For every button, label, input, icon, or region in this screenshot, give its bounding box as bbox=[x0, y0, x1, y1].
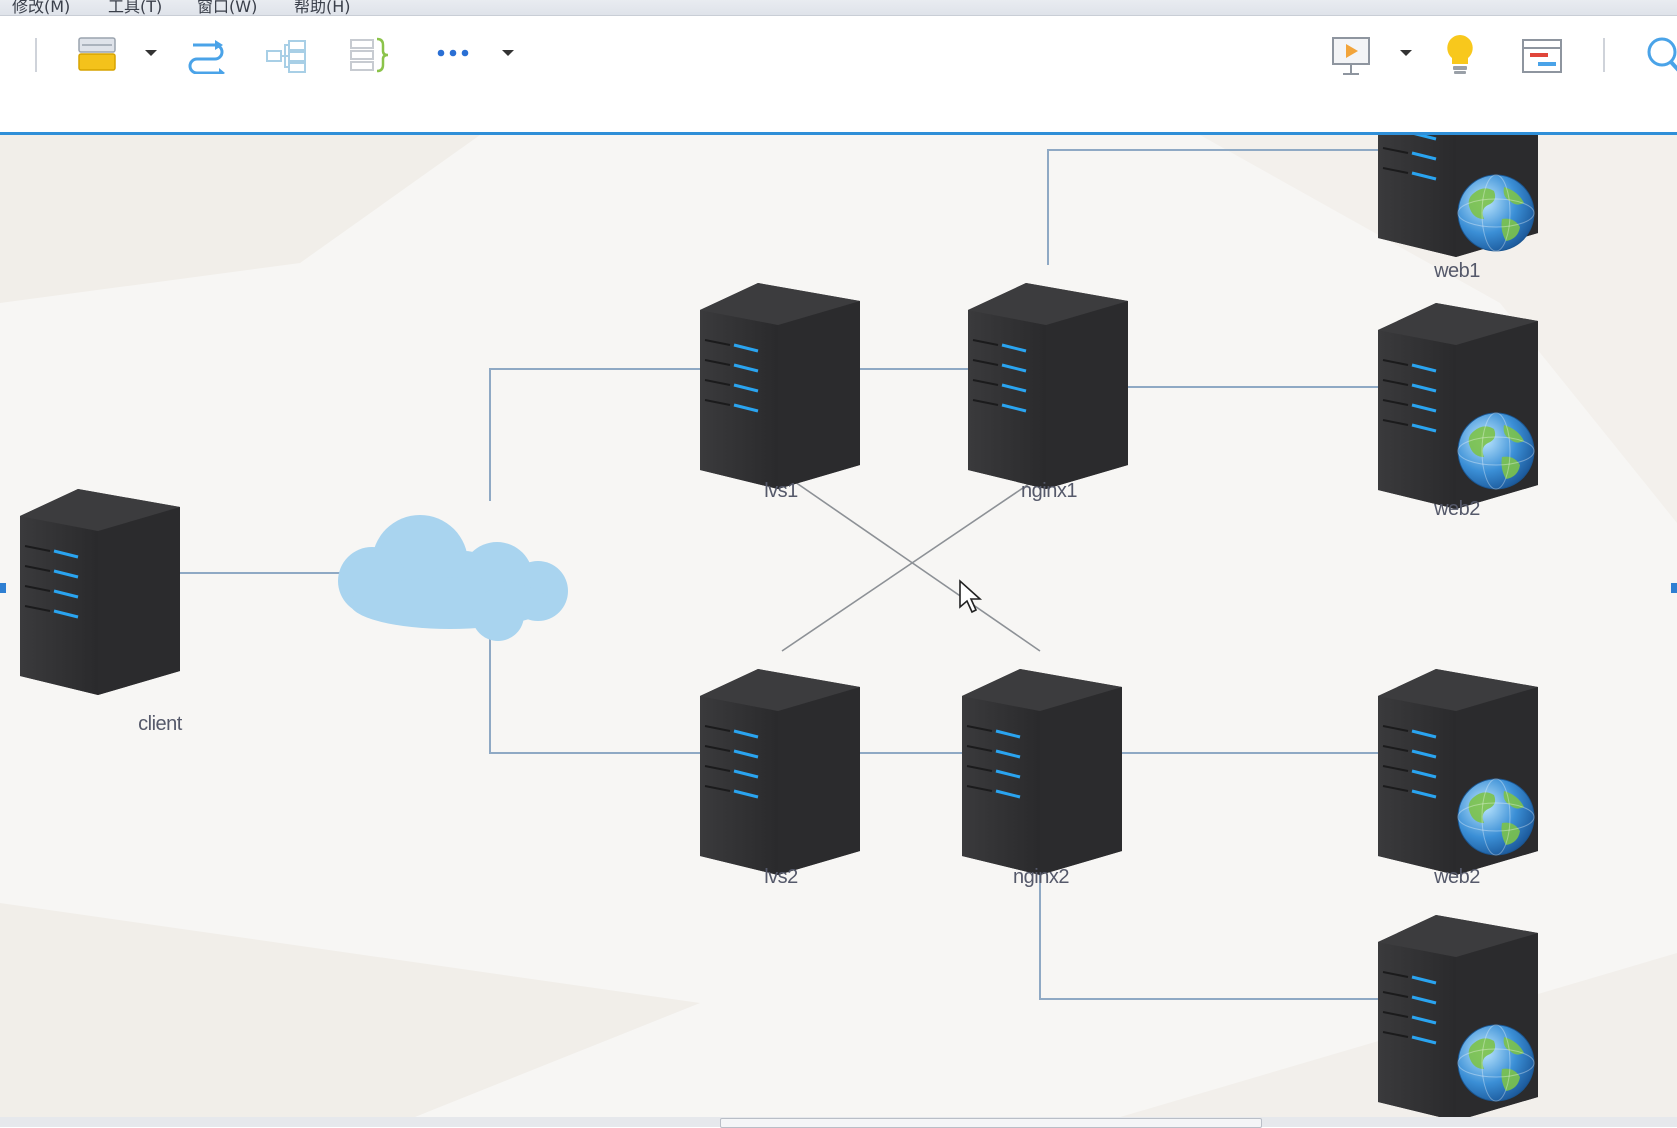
toolbar-separator bbox=[35, 38, 37, 72]
node-label-nginx2: nginx2 bbox=[1013, 866, 1069, 888]
more-dots-icon bbox=[437, 49, 469, 57]
fill-style-dropdown[interactable] bbox=[144, 46, 158, 60]
caret-down-icon bbox=[502, 50, 514, 56]
edge-lvs2-nginx1 bbox=[781, 470, 1049, 652]
gantt-icon bbox=[1522, 39, 1562, 73]
background-facet bbox=[1200, 135, 1677, 523]
menu-window[interactable]: 窗口(W) bbox=[197, 0, 258, 16]
presentation-icon bbox=[1332, 37, 1370, 75]
search-button[interactable] bbox=[1642, 34, 1677, 76]
selection-handle-left[interactable] bbox=[0, 583, 6, 593]
globe-icon bbox=[1457, 778, 1535, 856]
edge-internet-lvs2 bbox=[489, 628, 700, 754]
structure-icon bbox=[266, 40, 306, 73]
connectors bbox=[178, 149, 1380, 1000]
server-nginx2[interactable] bbox=[960, 667, 1124, 877]
menu-bar: 修改(M) 工具(T) 窗口(W) 帮助(H) bbox=[0, 0, 1677, 16]
mouse-cursor-icon bbox=[959, 579, 983, 614]
menu-modify[interactable]: 修改(M) bbox=[12, 0, 71, 16]
web-server-web2-lower[interactable] bbox=[1376, 667, 1540, 877]
cross-links bbox=[781, 470, 1049, 652]
gantt-button[interactable] bbox=[1521, 38, 1563, 74]
more-dropdown[interactable] bbox=[501, 46, 515, 60]
web-server-web1[interactable] bbox=[1376, 135, 1540, 259]
lightbulb-icon bbox=[1447, 35, 1473, 74]
structure-button[interactable] bbox=[265, 38, 309, 74]
server-nginx1[interactable] bbox=[966, 281, 1130, 491]
background-facet bbox=[0, 903, 700, 1123]
node-label-web2-lower: web2 bbox=[1434, 866, 1480, 888]
idea-button[interactable] bbox=[1442, 32, 1478, 76]
paint-fill-icon bbox=[78, 37, 116, 71]
edge-nginx2-web4 bbox=[1039, 859, 1380, 1000]
toolbar-separator bbox=[1603, 38, 1605, 72]
toolbar bbox=[0, 16, 1677, 132]
node-label-lvs1: lvs1 bbox=[764, 480, 798, 502]
globe-icon bbox=[1457, 174, 1535, 252]
server-client[interactable] bbox=[18, 487, 182, 697]
edge-lvs1-nginx2 bbox=[781, 472, 1041, 652]
summary-brace-icon bbox=[350, 37, 389, 73]
web-server-bottom[interactable] bbox=[1376, 913, 1540, 1123]
server-lvs1[interactable] bbox=[698, 281, 862, 491]
node-label-lvs2: lvs2 bbox=[764, 866, 798, 888]
background-facet bbox=[0, 135, 480, 303]
presentation-dropdown[interactable] bbox=[1399, 46, 1413, 60]
connector-button[interactable] bbox=[185, 36, 227, 77]
more-button[interactable] bbox=[436, 46, 470, 60]
menu-tools[interactable]: 工具(T) bbox=[108, 0, 163, 16]
presentation-button[interactable] bbox=[1331, 34, 1371, 76]
node-label-web1: web1 bbox=[1434, 260, 1480, 282]
caret-down-icon bbox=[145, 50, 157, 56]
search-icon bbox=[1647, 37, 1677, 72]
diagram-canvas[interactable]: client lvs1 nginx1 lvs2 nginx2 web1 web2… bbox=[0, 132, 1677, 1123]
globe-icon bbox=[1457, 1024, 1535, 1102]
web-server-web2-upper[interactable] bbox=[1376, 301, 1540, 511]
globe-icon bbox=[1457, 412, 1535, 490]
summary-button[interactable] bbox=[348, 36, 392, 76]
edge-nginx1-web1 bbox=[1047, 149, 1380, 265]
fill-style-button[interactable] bbox=[76, 34, 120, 74]
node-label-nginx1: nginx1 bbox=[1021, 480, 1077, 502]
diagram-svg bbox=[0, 135, 1677, 1123]
node-label-client: client bbox=[138, 713, 182, 735]
menu-help[interactable]: 帮助(H) bbox=[294, 0, 351, 16]
server-lvs2[interactable] bbox=[698, 667, 862, 877]
selection-handle-right[interactable] bbox=[1671, 583, 1677, 593]
connector-icon bbox=[188, 40, 225, 77]
internet-cloud-icon[interactable] bbox=[338, 515, 568, 641]
node-label-web2-upper: web2 bbox=[1434, 498, 1480, 520]
caret-down-icon bbox=[1400, 50, 1412, 56]
edge-internet-lvs1 bbox=[489, 368, 700, 501]
